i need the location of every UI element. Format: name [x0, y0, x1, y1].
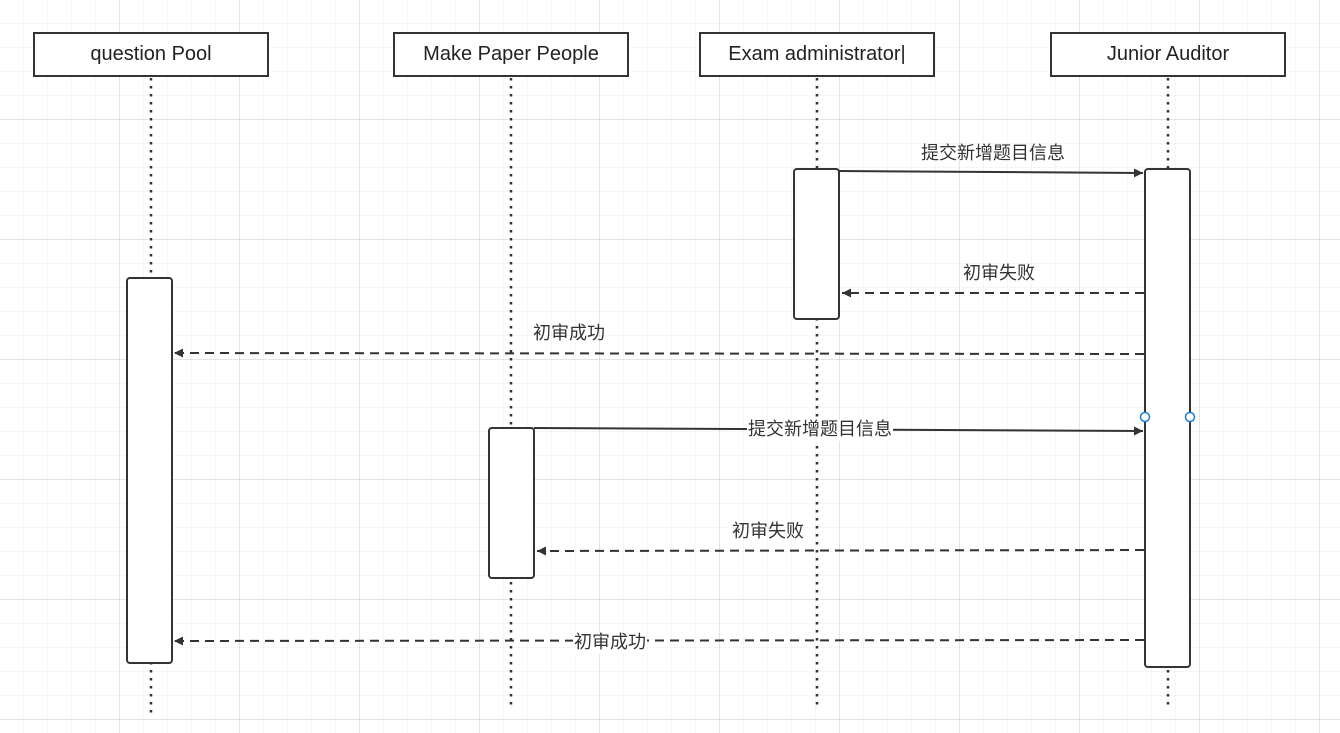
participant-label: Exam administrator| [728, 43, 906, 65]
participant-label: Junior Auditor [1106, 43, 1230, 65]
participant-label: question Pool [90, 43, 212, 65]
message-label-success-pool-1[interactable]: 初审成功 [533, 323, 605, 344]
participant-label: Make Paper People [423, 43, 599, 65]
message-arrow-success-pool-2[interactable] [173, 636, 1145, 646]
message-label-fail-admin[interactable]: 初审失败 [963, 263, 1035, 284]
participant-question-pool[interactable]: question Pool [33, 32, 269, 77]
message-arrow-submit-admin[interactable] [838, 168, 1144, 178]
activation-bar-make-paper-people[interactable] [488, 427, 535, 579]
participant-junior-auditor[interactable]: Junior Auditor [1050, 32, 1286, 77]
message-label-success-pool-2[interactable]: 初审成功 [573, 632, 647, 654]
message-arrow-fail-maker[interactable] [536, 546, 1145, 556]
message-label-submit-maker[interactable]: 提交新增题目信息 [747, 419, 893, 441]
message-label-fail-maker[interactable]: 初审失败 [732, 521, 804, 542]
participant-exam-administrator[interactable]: Exam administrator| [699, 32, 935, 77]
connection-handle-left[interactable] [1139, 411, 1151, 423]
activation-bar-question-pool[interactable] [126, 277, 173, 664]
activation-bar-junior-auditor[interactable] [1144, 168, 1191, 668]
message-arrow-success-pool-1[interactable] [173, 348, 1145, 358]
participant-make-paper-people[interactable]: Make Paper People [393, 32, 629, 77]
message-label-submit-admin[interactable]: 提交新增题目信息 [921, 143, 1065, 164]
activation-bar-exam-administrator[interactable] [793, 168, 840, 320]
connection-handle-right[interactable] [1184, 411, 1196, 423]
